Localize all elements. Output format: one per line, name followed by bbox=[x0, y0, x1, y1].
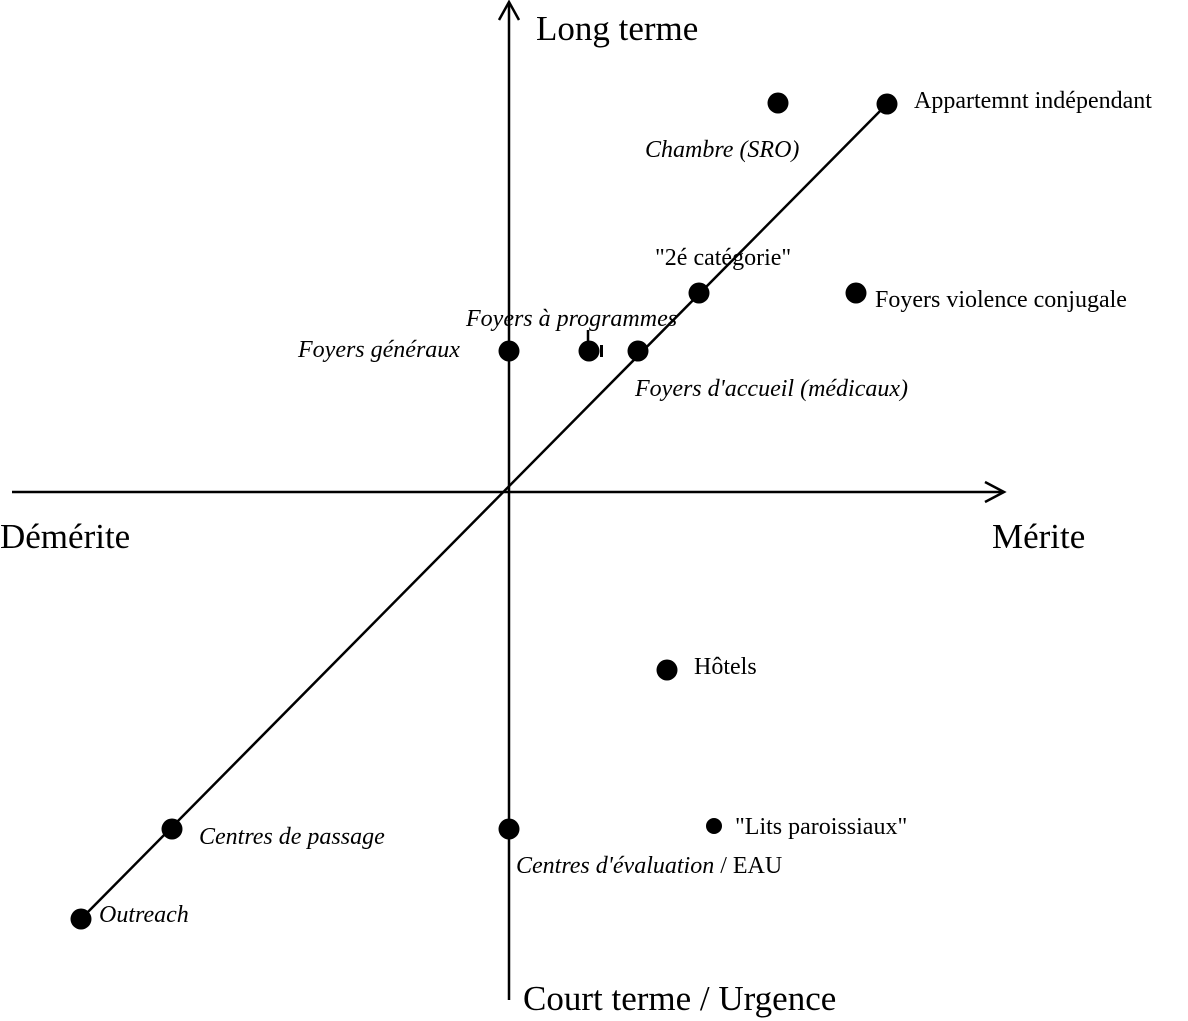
point-generaux bbox=[498, 340, 520, 362]
label-violence: Foyers violence conjugale bbox=[875, 287, 1127, 313]
label-generaux: Foyers généraux bbox=[297, 337, 460, 363]
point-programmes-tick bbox=[600, 345, 603, 357]
vertical-axis-arrowhead bbox=[497, 0, 521, 21]
axis-label-right: Mérite bbox=[992, 517, 1085, 556]
axis-label-left: Démérite bbox=[0, 517, 130, 556]
axis-label-top: Long terme bbox=[536, 9, 698, 48]
point-chambre bbox=[767, 92, 789, 114]
label-outreach: Outreach bbox=[99, 902, 189, 928]
horizontal-axis-arrowhead bbox=[984, 480, 1007, 504]
point-violence bbox=[845, 282, 867, 304]
point-hotels bbox=[656, 659, 678, 681]
axis-label-bottom: Court terme / Urgence bbox=[523, 979, 836, 1018]
label-evaluation: Centres d'évaluation bbox=[516, 853, 714, 879]
point-accueil bbox=[627, 340, 649, 362]
label-programmes: Foyers à programmes bbox=[465, 306, 677, 332]
label-chambre: Chambre (SRO) bbox=[645, 137, 799, 163]
label-evaluation-group: Centres d'évaluation / EAU bbox=[516, 853, 782, 879]
point-programmes bbox=[578, 340, 600, 362]
label-passage: Centres de passage bbox=[199, 824, 385, 850]
point-lits bbox=[706, 818, 722, 834]
diagonal-line bbox=[80, 103, 888, 920]
point-outreach bbox=[70, 908, 92, 930]
label-deuxieme: "2é catégorie" bbox=[655, 245, 791, 271]
point-appartement bbox=[876, 93, 898, 115]
label-lits: "Lits paroissiaux" bbox=[735, 814, 907, 840]
label-appartement: Appartemnt indépendant bbox=[914, 88, 1152, 114]
label-eau: / EAU bbox=[714, 853, 782, 879]
label-hotels: Hôtels bbox=[694, 654, 757, 680]
label-accueil: Foyers d'accueil (médicaux) bbox=[634, 376, 908, 402]
point-evaluation bbox=[498, 818, 520, 840]
point-passage bbox=[161, 818, 183, 840]
point-deuxieme bbox=[688, 282, 710, 304]
